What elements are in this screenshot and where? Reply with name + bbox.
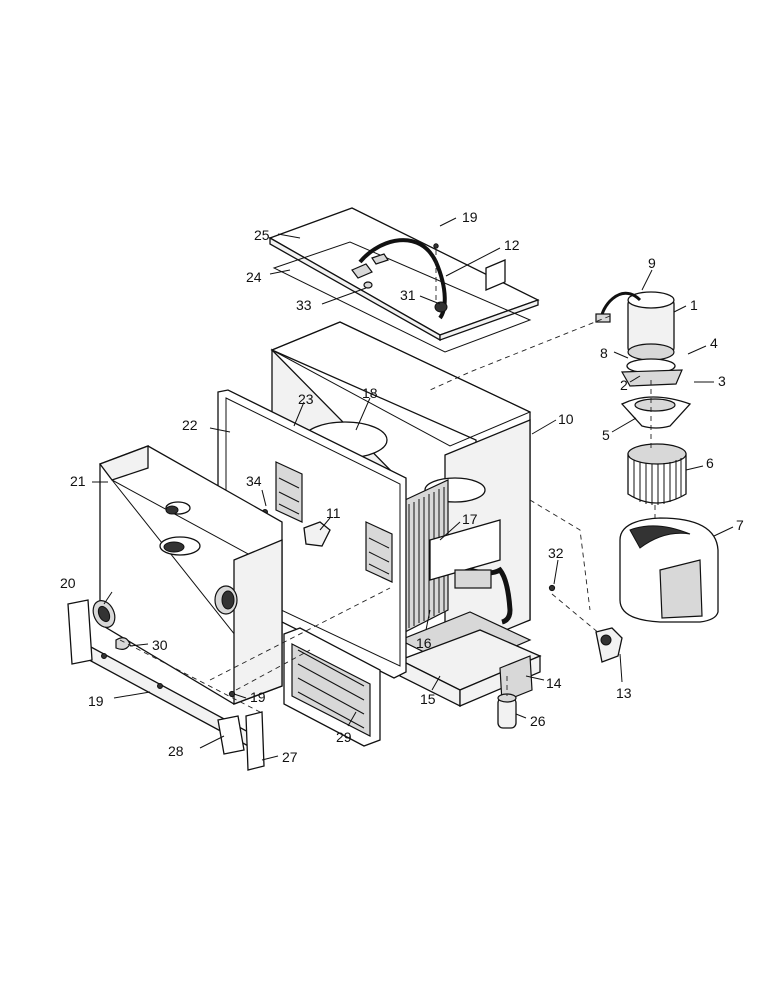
callout-21: 21 (70, 473, 86, 489)
cover-gasket (272, 241, 532, 353)
top-cover-plate (268, 207, 540, 342)
blower-housing (619, 517, 719, 623)
callout-5: 5 (602, 427, 610, 443)
callout-6: 6 (706, 455, 714, 471)
callout-17: 17 (462, 511, 478, 527)
callout-31: 31 (400, 287, 416, 303)
drain-fitting (497, 693, 517, 729)
callout-10: 10 (558, 411, 574, 427)
air-filter (283, 627, 381, 747)
callout-19-left: 19 (88, 693, 104, 709)
callout-27: 27 (282, 749, 298, 765)
rear-fitting (595, 627, 623, 663)
callout-leaders (92, 217, 734, 761)
callout-19-mid: 19 (250, 689, 266, 705)
callout-3: 3 (718, 373, 726, 389)
grommet (92, 600, 116, 628)
callout-15: 15 (420, 691, 436, 707)
wiring-harness (351, 238, 448, 320)
callout-8: 8 (600, 345, 608, 361)
callout-9: 9 (648, 255, 656, 271)
bottom-rail-bracket (67, 599, 265, 771)
blower-wheel (627, 443, 687, 505)
callout-28: 28 (168, 743, 184, 759)
callout-22: 22 (182, 417, 198, 433)
callout-18: 18 (362, 385, 378, 401)
callout-30: 30 (152, 637, 168, 653)
callout-2: 2 (620, 377, 628, 393)
outer-front-cover (98, 445, 283, 705)
callout-labels: 1 2 3 4 5 6 7 8 9 10 11 12 13 14 15 16 1… (60, 209, 744, 765)
screw-19-top (433, 243, 439, 249)
screw-19-lower (228, 690, 236, 698)
callout-19-top: 19 (462, 209, 478, 225)
callout-34: 34 (246, 473, 262, 489)
callout-24: 24 (246, 269, 262, 285)
callout-20: 20 (60, 575, 76, 591)
callout-7: 7 (736, 517, 744, 533)
callout-14: 14 (546, 675, 562, 691)
callout-11: 11 (326, 505, 341, 521)
callout-1: 1 (690, 297, 698, 313)
callout-26: 26 (530, 713, 546, 729)
callout-12: 12 (504, 237, 520, 253)
callout-13: 13 (616, 685, 632, 701)
callout-33: 33 (296, 297, 312, 313)
callout-23: 23 (298, 391, 314, 407)
heat-exchanger-core (404, 479, 513, 633)
screw-32 (548, 584, 556, 592)
assembly-guide-lines (119, 250, 656, 713)
callout-4: 4 (710, 335, 718, 351)
callout-32: 32 (548, 545, 564, 561)
callout-16: 16 (416, 635, 432, 651)
callout-29: 29 (336, 729, 352, 745)
blower-motor (595, 291, 692, 429)
callout-25: 25 (254, 227, 270, 243)
